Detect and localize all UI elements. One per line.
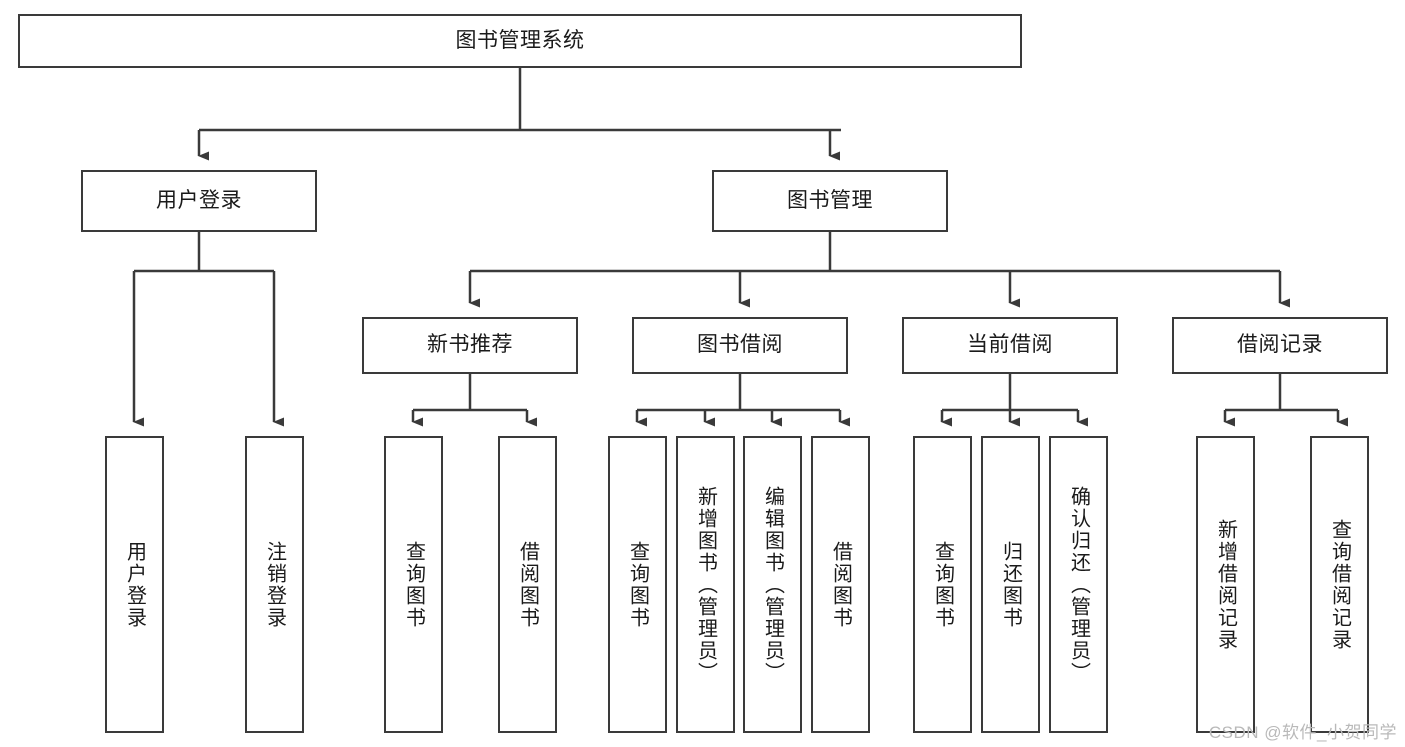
leaf-recommend-query-book-label: 查询图书 <box>402 540 425 629</box>
node-borrow-record[interactable]: 借阅记录 <box>1172 317 1388 374</box>
leaf-borrow-borrow-book-label: 借阅图书 <box>829 540 852 629</box>
leaf-current-return-book-label: 归还图书 <box>999 540 1022 629</box>
node-book-management[interactable]: 图书管理 <box>712 170 948 232</box>
leaf-borrow-edit-book[interactable]: 编辑图书（管理员） <box>743 436 802 733</box>
leaf-logout-label: 注销登录 <box>263 540 286 629</box>
leaf-record-query-label: 查询借阅记录 <box>1328 518 1351 651</box>
node-borrow-record-label: 借阅记录 <box>1237 333 1323 357</box>
node-root[interactable]: 图书管理系统 <box>18 14 1022 68</box>
leaf-record-add-label: 新增借阅记录 <box>1214 518 1237 651</box>
leaf-user-login-label: 用户登录 <box>123 540 146 629</box>
leaf-record-query[interactable]: 查询借阅记录 <box>1310 436 1369 733</box>
leaf-current-confirm-return[interactable]: 确认归还（管理员） <box>1049 436 1108 733</box>
leaf-logout[interactable]: 注销登录 <box>245 436 304 733</box>
leaf-record-add[interactable]: 新增借阅记录 <box>1196 436 1255 733</box>
leaf-recommend-borrow-book-label: 借阅图书 <box>516 540 539 629</box>
leaf-borrow-query-book[interactable]: 查询图书 <box>608 436 667 733</box>
leaf-recommend-borrow-book[interactable]: 借阅图书 <box>498 436 557 733</box>
leaf-borrow-add-book-label: 新增图书（管理员） <box>694 485 717 684</box>
node-new-book-recommend-label: 新书推荐 <box>427 333 513 357</box>
leaf-current-confirm-return-label: 确认归还（管理员） <box>1067 485 1090 684</box>
node-new-book-recommend[interactable]: 新书推荐 <box>362 317 578 374</box>
leaf-user-login[interactable]: 用户登录 <box>105 436 164 733</box>
leaf-borrow-edit-book-label: 编辑图书（管理员） <box>761 485 784 684</box>
node-current-borrow-label: 当前借阅 <box>967 333 1053 357</box>
leaf-recommend-query-book[interactable]: 查询图书 <box>384 436 443 733</box>
node-root-label: 图书管理系统 <box>455 28 585 52</box>
leaf-current-query-book[interactable]: 查询图书 <box>913 436 972 733</box>
leaf-current-query-book-label: 查询图书 <box>931 540 954 629</box>
leaf-borrow-query-book-label: 查询图书 <box>626 540 649 629</box>
node-current-borrow[interactable]: 当前借阅 <box>902 317 1118 374</box>
node-book-borrow[interactable]: 图书借阅 <box>632 317 848 374</box>
leaf-borrow-add-book[interactable]: 新增图书（管理员） <box>676 436 735 733</box>
node-user-login[interactable]: 用户登录 <box>81 170 317 232</box>
leaf-current-return-book[interactable]: 归还图书 <box>981 436 1040 733</box>
node-user-login-label: 用户登录 <box>156 188 242 212</box>
csdn-watermark: CSDN @软件_小贺同学 <box>1208 723 1397 742</box>
leaf-borrow-borrow-book[interactable]: 借阅图书 <box>811 436 870 733</box>
node-book-management-label: 图书管理 <box>787 188 873 212</box>
node-book-borrow-label: 图书借阅 <box>697 333 783 357</box>
